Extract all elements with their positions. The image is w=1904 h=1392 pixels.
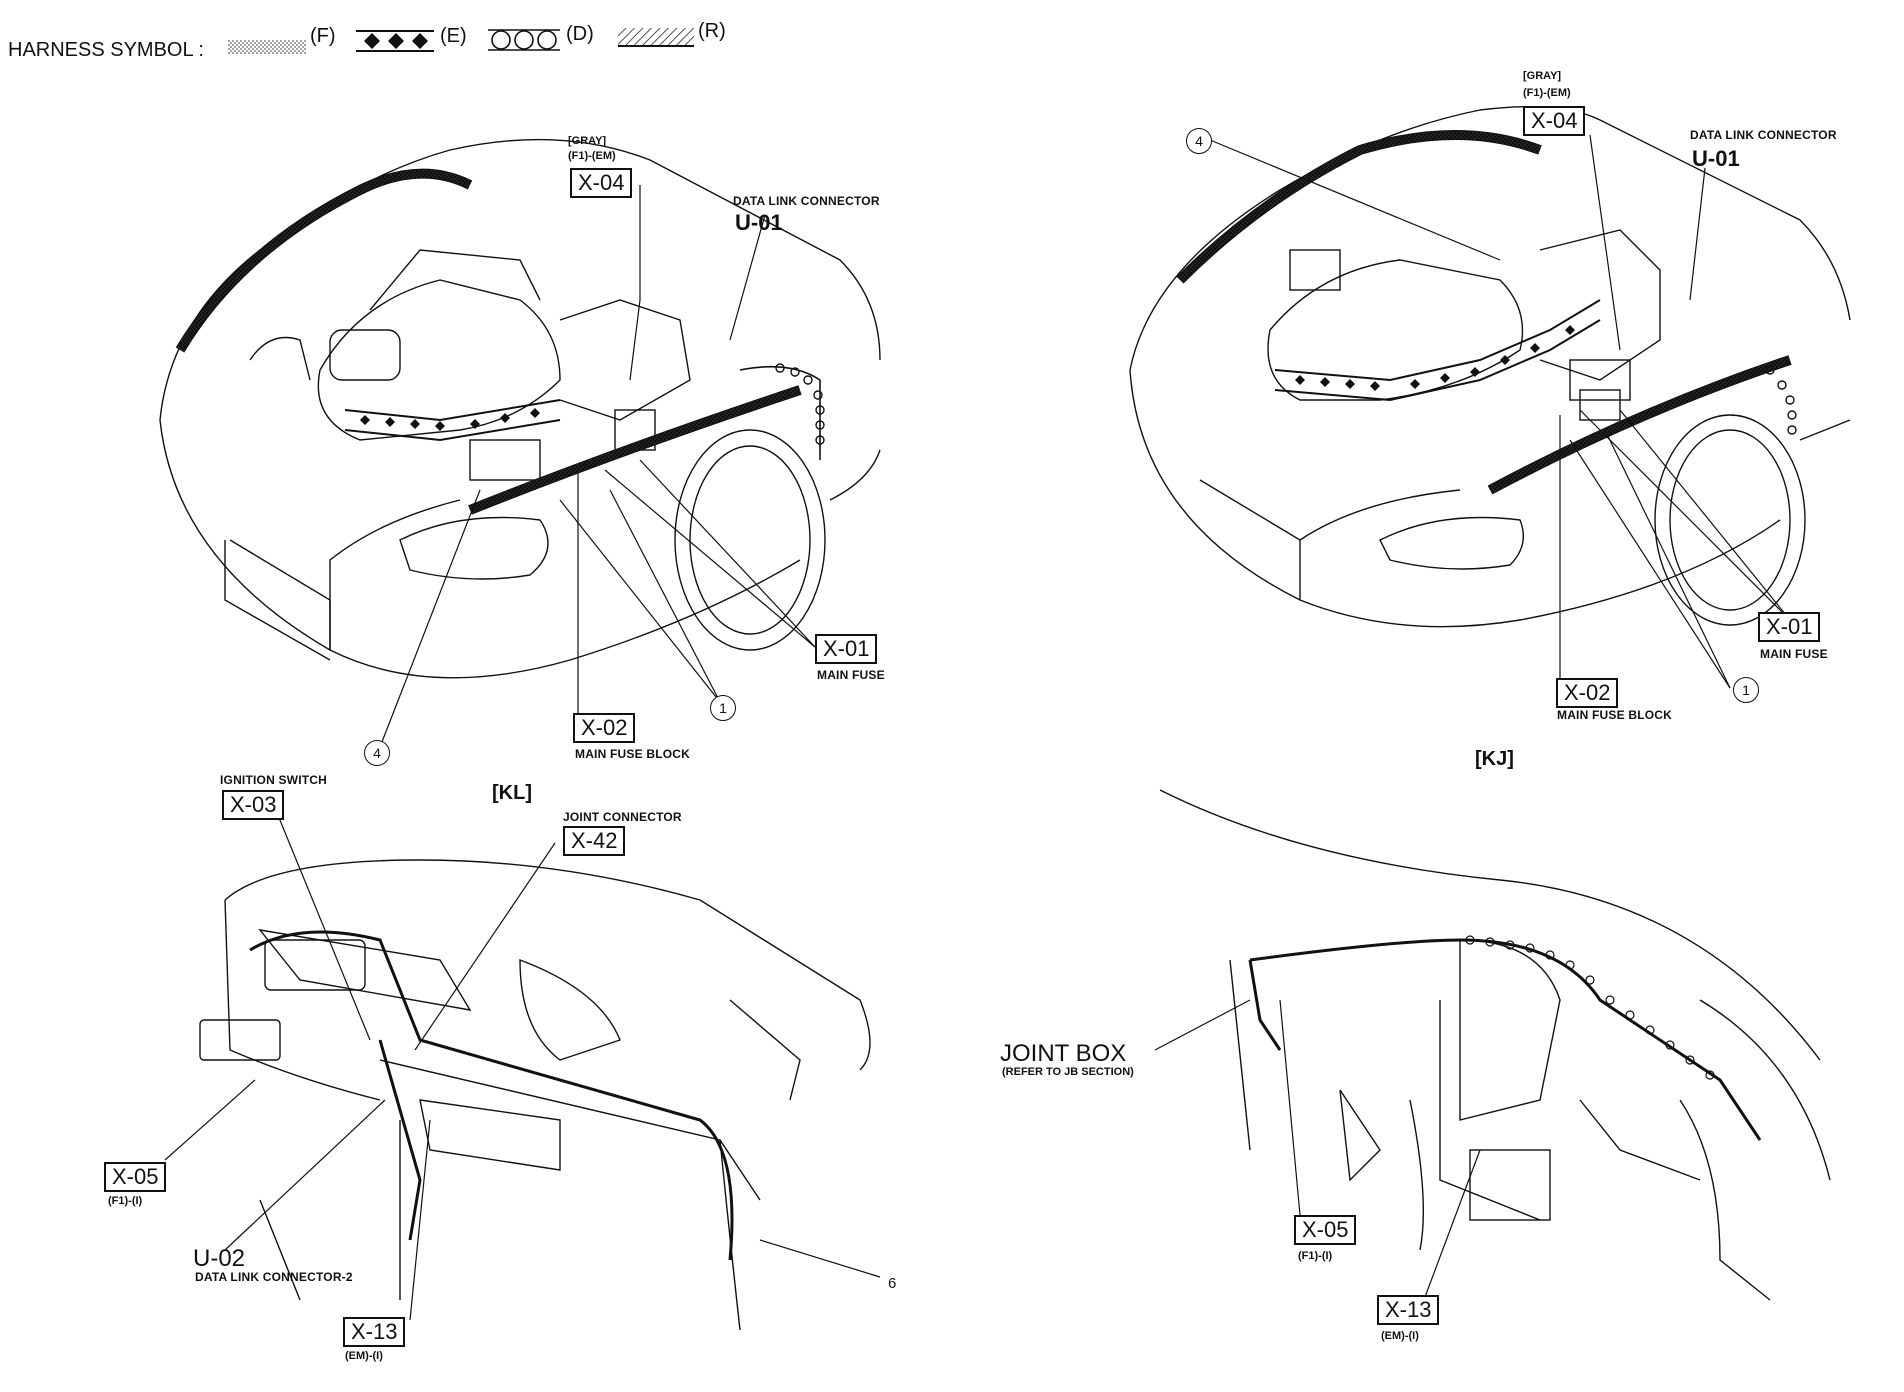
kl-x04-spec: (F1)-(EM): [568, 150, 616, 162]
kl-x42-connector-id: X-42: [563, 826, 626, 856]
kj-x01-connector-id: X-01: [1758, 612, 1821, 642]
kj-x13-connector-id: X-13: [1377, 1295, 1440, 1325]
kl-u02-desc: DATA LINK CONNECTOR-2: [195, 1270, 353, 1284]
legend-code-r: (R): [698, 20, 726, 42]
kj-u01-desc: DATA LINK CONNECTOR: [1690, 128, 1837, 142]
kj-dashboard-drawing: [1159, 789, 1831, 1301]
kl-callout-1: 1: [710, 695, 736, 721]
kj-engine-bay-drawing: [1129, 105, 1851, 628]
kj-joint-box-note: (REFER TO JB SECTION): [1002, 1066, 1134, 1078]
kl-x02-connector-id: X-02: [573, 713, 636, 743]
kl-harness-runs: [175, 168, 825, 515]
legend-swatch-circles: [488, 29, 560, 51]
kj-x05-connector-id: X-05: [1294, 1215, 1357, 1245]
legend-swatch-diamond: [356, 30, 434, 52]
kj-section-label: [KJ]: [1475, 748, 1514, 770]
kj-x02-connector-id: X-02: [1556, 678, 1619, 708]
kj-joint-box-label: JOINT BOX: [1000, 1040, 1127, 1067]
kj-callout-1: 1: [1733, 677, 1759, 703]
kj-x04-connector-id: X-04: [1523, 106, 1586, 136]
legend-swatch-dotted: [228, 40, 306, 54]
kl-x04-color-note: [GRAY]: [568, 135, 607, 147]
kl-x13-connector-id: X-13: [343, 1317, 406, 1347]
legend-code-d: (D): [566, 23, 594, 45]
kl-x05-connector-id: X-05: [104, 1162, 167, 1192]
kl-u02-connector-id: U-02: [193, 1245, 246, 1272]
legend-code-f: (F): [310, 25, 336, 47]
legend-swatch-hatched: [618, 28, 694, 47]
kj-x13-spec: (EM)-(I): [1381, 1330, 1419, 1342]
kj-x04-spec: (F1)-(EM): [1523, 87, 1571, 99]
legend-swatches: [228, 28, 694, 54]
kl-x04-connector-id: X-04: [570, 168, 633, 198]
kl-x03-desc: IGNITION SWITCH: [220, 773, 327, 787]
kj-dash-leader-lines: [1154, 999, 1481, 1298]
kj-x01-desc: MAIN FUSE: [1760, 647, 1828, 661]
kl-u01-desc: DATA LINK CONNECTOR: [733, 194, 880, 208]
kl-x13-spec: (EM)-(I): [345, 1350, 383, 1362]
kl-x01-connector-id: X-01: [815, 634, 878, 664]
kl-leader-lines: [379, 185, 816, 748]
kl-dash-harness: [249, 930, 734, 1261]
kj-x05-spec: (F1)-(I): [1298, 1250, 1333, 1262]
legend-code-e: (E): [440, 25, 467, 47]
kl-x05-spec: (F1)-(I): [108, 1195, 143, 1207]
kj-x04-color-note: [GRAY]: [1523, 70, 1562, 82]
kl-x01-desc: MAIN FUSE: [817, 668, 885, 682]
kl-u01-connector-id: U-01: [735, 210, 783, 235]
kj-leader-lines: [1209, 134, 1791, 689]
kl-x02-desc: MAIN FUSE BLOCK: [575, 747, 690, 761]
kl-dash-leader-lines: [164, 807, 881, 1321]
kl-section-label: [KL]: [492, 782, 532, 804]
kl-callout-4: 4: [364, 740, 390, 766]
kl-callout-6: 6: [888, 1275, 897, 1292]
kj-callout-4: 4: [1186, 128, 1212, 154]
kj-u01-connector-id: U-01: [1692, 146, 1740, 171]
kl-x03-connector-id: X-03: [222, 790, 285, 820]
kj-dash-harness: [1248, 935, 1762, 1141]
legend-title: HARNESS SYMBOL :: [8, 39, 204, 61]
kl-engine-bay-drawing: [159, 138, 881, 679]
kj-harness-runs: [1176, 130, 1797, 495]
kj-x02-desc: MAIN FUSE BLOCK: [1557, 708, 1672, 722]
kl-x42-desc: JOINT CONNECTOR: [563, 810, 682, 824]
kl-dashboard-drawing: [199, 859, 871, 1331]
